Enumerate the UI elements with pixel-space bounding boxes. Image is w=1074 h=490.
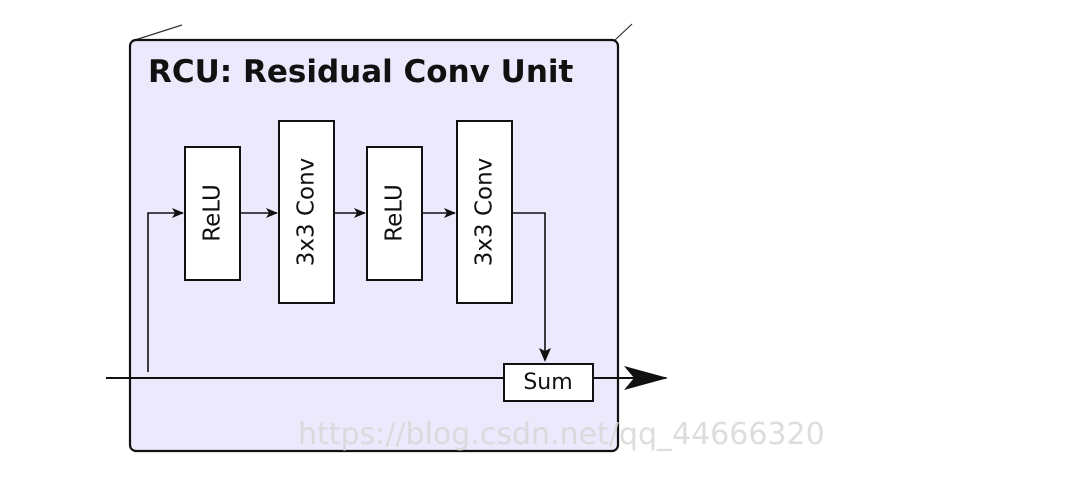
panel-edge-top-right <box>614 23 633 41</box>
block-conv-1-label: 3x3 Conv <box>294 158 320 267</box>
block-conv-1: 3x3 Conv <box>278 120 335 304</box>
block-relu-2-label: ReLU <box>382 184 408 242</box>
block-relu-1-label: ReLU <box>200 184 226 242</box>
block-relu-1: ReLU <box>184 146 241 281</box>
sum-label: Sum <box>523 370 572 395</box>
diagram-title: RCU: Residual Conv Unit <box>148 54 574 90</box>
watermark: https://blog.csdn.net/qq_44666320 <box>298 417 825 452</box>
block-conv-2-label: 3x3 Conv <box>472 158 498 267</box>
block-conv-2: 3x3 Conv <box>456 120 513 304</box>
branch-connector <box>147 208 184 372</box>
connector-conv2-sum <box>513 212 551 362</box>
block-relu-2: ReLU <box>366 146 423 281</box>
output-arrowhead <box>624 366 668 390</box>
panel-edge-top-left <box>134 24 183 41</box>
sum-block: Sum <box>503 363 594 402</box>
